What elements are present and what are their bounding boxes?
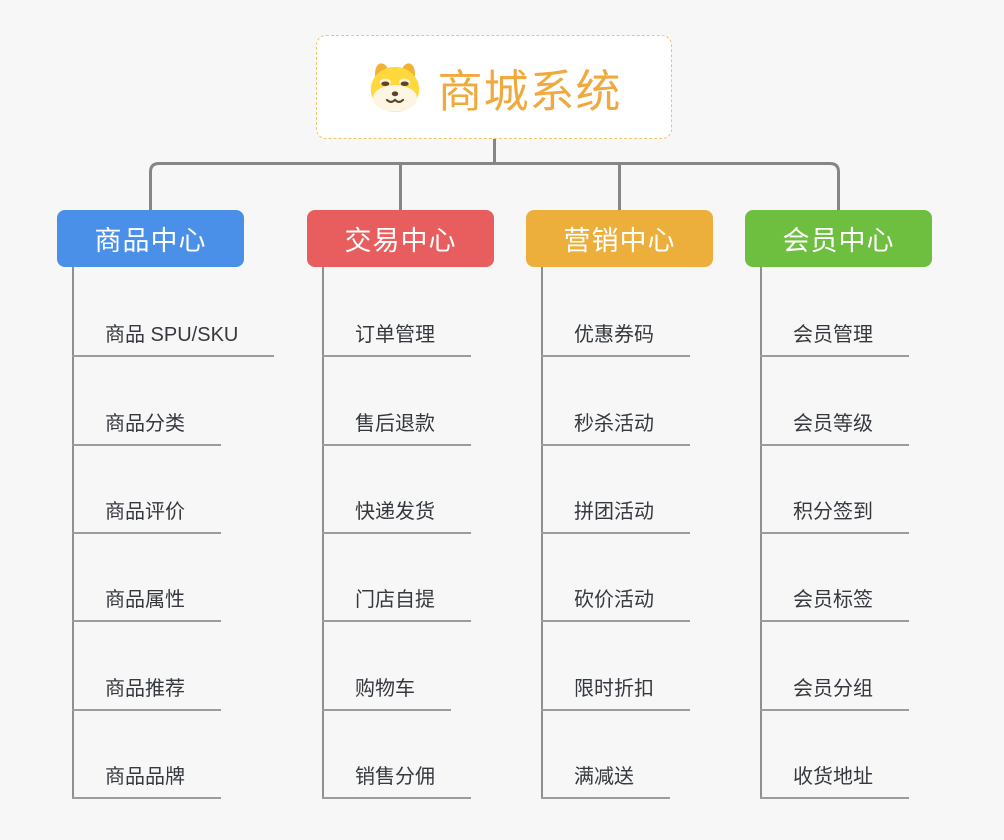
leaf-node[interactable]: 商品属性 (72, 586, 221, 622)
leaf-node[interactable]: 商品推荐 (72, 675, 221, 711)
leaf-node[interactable]: 优惠券码 (541, 321, 690, 357)
leaf-node[interactable]: 会员管理 (760, 321, 909, 357)
leaf-node[interactable]: 收货地址 (760, 763, 909, 799)
leaf-node[interactable]: 拼团活动 (541, 498, 690, 534)
root-title: 商城系统 (437, 65, 622, 117)
branch-header-marketing-center[interactable]: 营销中心 (526, 210, 713, 267)
branch-trade-center: 交易中心 订单管理 售后退款 快递发货 门店自提 购物车 销售分佣 (307, 210, 567, 810)
leaf-node[interactable]: 限时折扣 (541, 675, 690, 711)
branch-rail-line (149, 162, 840, 210)
leaf-node[interactable]: 商品分类 (72, 410, 221, 446)
leaf-node[interactable]: 会员等级 (760, 410, 909, 446)
leaf-node[interactable]: 秒杀活动 (541, 410, 690, 446)
leaf-node[interactable]: 满减送 (541, 763, 670, 799)
leaf-node[interactable]: 快递发货 (322, 498, 471, 534)
leaf-node[interactable]: 会员标签 (760, 586, 909, 622)
leaf-node[interactable]: 商品品牌 (72, 763, 221, 799)
root-node[interactable]: 商城系统 (316, 35, 672, 139)
leaf-node[interactable]: 会员分组 (760, 675, 909, 711)
leaf-node[interactable]: 订单管理 (322, 321, 471, 357)
leaf-node[interactable]: 商品 SPU/SKU (72, 321, 275, 357)
branch-marketing-center: 营销中心 优惠券码 秒杀活动 拼团活动 砍价活动 限时折扣 满减送 (526, 210, 786, 810)
leaf-node[interactable]: 门店自提 (322, 586, 471, 622)
leaf-node[interactable]: 积分签到 (760, 498, 909, 534)
branch-header-trade-center[interactable]: 交易中心 (307, 210, 494, 267)
leaf-node[interactable]: 售后退款 (322, 410, 471, 446)
branch-member-center: 会员中心 会员管理 会员等级 积分签到 会员标签 会员分组 收货地址 (745, 210, 1004, 810)
leaf-node[interactable]: 销售分佣 (322, 763, 471, 799)
leaf-node[interactable]: 购物车 (322, 675, 451, 711)
branch-product-center: 商品中心 商品 SPU/SKU 商品分类 商品评价 商品属性 商品推荐 商品品牌 (57, 210, 317, 810)
branch-header-product-center[interactable]: 商品中心 (57, 210, 244, 267)
dog-face-icon (366, 60, 424, 114)
leaf-node[interactable]: 砍价活动 (541, 586, 690, 622)
branch-header-member-center[interactable]: 会员中心 (745, 210, 932, 267)
leaf-node[interactable]: 商品评价 (72, 498, 221, 534)
